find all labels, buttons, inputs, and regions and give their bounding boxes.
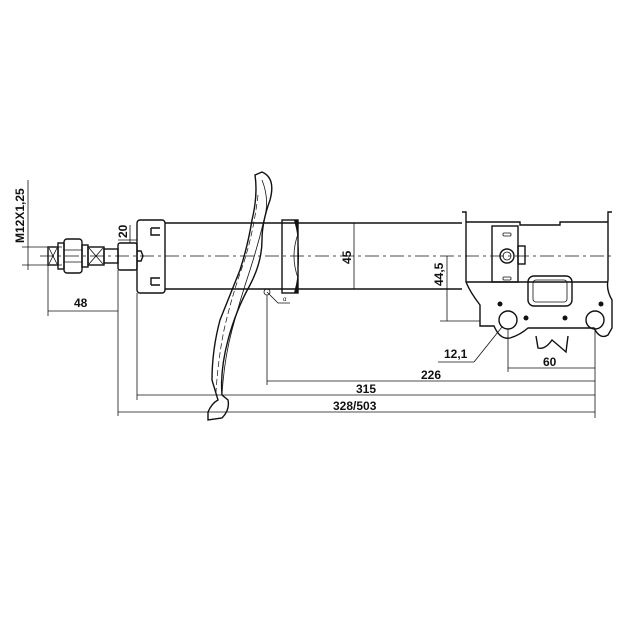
top-cap: [136, 219, 166, 294]
hole-spacing-label: 60: [543, 355, 557, 369]
spring-seat: [207, 171, 290, 421]
total-length-label: 328/503: [333, 399, 377, 413]
bracket-offset-label: 44,5: [432, 262, 446, 286]
rod-length-label: 48: [74, 296, 88, 310]
tube-diameter-label: 45: [340, 250, 354, 264]
hole-diameter-label: 12,1: [444, 347, 468, 361]
thread-size-label: M12X1,25: [13, 188, 27, 243]
angle-mark-label: α: [283, 297, 287, 303]
seat-to-hole-label: 226: [421, 368, 441, 382]
strut-tube: [165, 219, 462, 294]
body-length-label: 315: [356, 382, 376, 396]
mounting-bracket: [462, 211, 613, 354]
dimension-lines: [22, 180, 596, 418]
threaded-rod-end: [47, 238, 144, 274]
rod-diameter-label: 20: [116, 224, 130, 238]
